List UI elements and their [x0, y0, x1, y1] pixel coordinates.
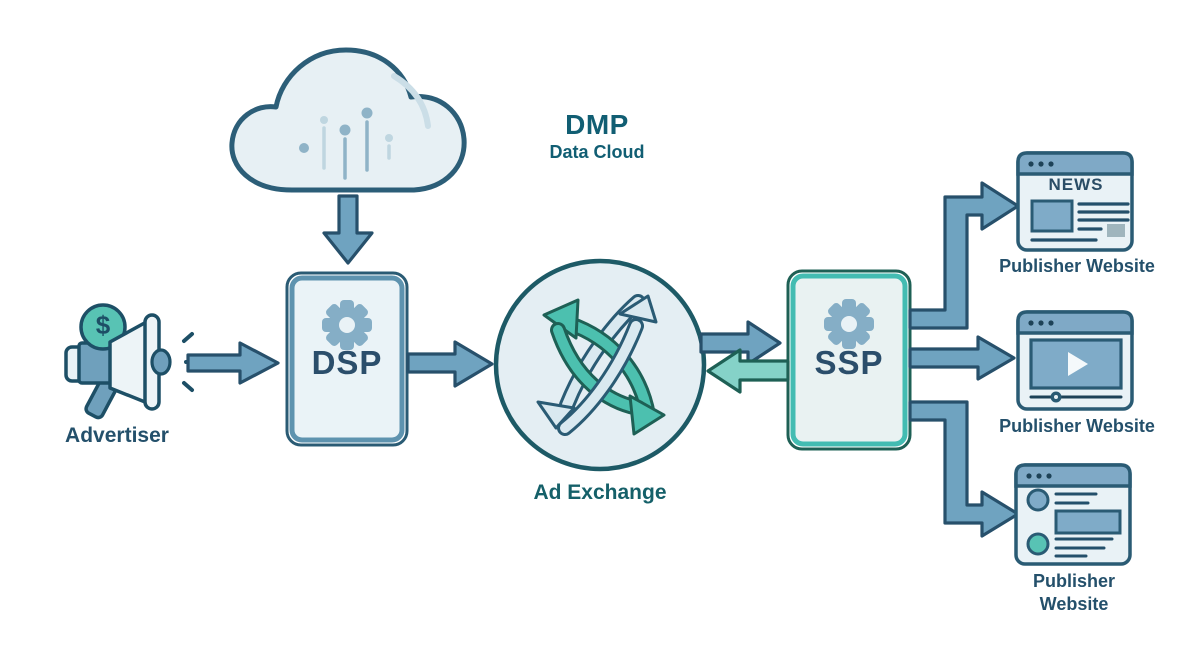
scrubber-knob-center: [1054, 395, 1058, 399]
dmp-title: DMP: [565, 109, 629, 140]
publisher-video-icon: [1016, 310, 1134, 411]
feed-text-lines-top: [1054, 492, 1098, 505]
publisher-3-label-line2: Website: [1039, 594, 1109, 614]
browser-title-bar: [1016, 310, 1134, 335]
arrow-ssp-to-exchange: [706, 348, 790, 394]
arrow-ssp-to-publisher-3: [908, 400, 1020, 538]
dmp-subtitle: Data Cloud: [549, 142, 645, 162]
ssp-label: SSP: [814, 344, 884, 381]
browser-dots-icon: [1028, 161, 1054, 167]
arrow-ssp-to-publisher-2: [908, 335, 1016, 381]
article-text-lines: [1030, 202, 1130, 242]
publisher-news-icon: [1016, 151, 1134, 252]
gear-icon: [824, 299, 874, 349]
ssp-box: [786, 269, 912, 451]
arrow-advertiser-to-dsp: [186, 341, 280, 385]
publisher-2-label: Publisher Website: [999, 416, 1155, 436]
exchange-arrow-downright: [550, 322, 666, 436]
publisher-3-label: Publisher Website: [974, 570, 1174, 616]
avatar-icon: [1026, 488, 1050, 512]
advertiser-icon: [64, 303, 201, 420]
publisher-feed-icon: [1014, 463, 1132, 566]
play-icon: [1068, 352, 1088, 376]
browser-title-bar: [1016, 151, 1134, 176]
article-image-block: [1030, 199, 1074, 233]
publisher-1-label: Publisher Website: [999, 256, 1155, 276]
data-cloud-icon: [229, 47, 467, 193]
arrow-exchange-to-ssp: [699, 320, 782, 366]
browser-dots-icon: [1026, 473, 1052, 479]
megaphone-knob: [150, 348, 172, 376]
browser-title-bar: [1014, 463, 1132, 488]
dsp-label: DSP: [311, 344, 383, 381]
publisher-3-label-line1: Publisher: [1032, 571, 1116, 591]
dsp-box: [285, 271, 409, 447]
ad-exchange-label: Ad Exchange: [533, 481, 667, 504]
advertiser-label: Advertiser: [65, 424, 169, 447]
video-player-block: [1029, 338, 1123, 390]
browser-dots-icon: [1028, 320, 1054, 326]
feed-banner-block: [1054, 509, 1122, 535]
cloud-data-dots: [299, 107, 393, 180]
avatar-teal-icon: [1026, 532, 1050, 556]
arrow-dsp-to-exchange: [406, 340, 494, 388]
gear-icon: [322, 300, 372, 350]
ad-exchange-icon: [493, 258, 707, 472]
feed-text-lines-bottom: [1054, 537, 1114, 558]
arrow-cloud-to-dsp: [322, 194, 374, 265]
news-headline: NEWS: [1048, 175, 1104, 194]
arrow-ssp-to-publisher-1: [908, 181, 1020, 330]
dollar-symbol: $: [95, 310, 111, 340]
exchange-arrow-up: [557, 294, 658, 436]
ad-slot-block: [1107, 224, 1125, 237]
